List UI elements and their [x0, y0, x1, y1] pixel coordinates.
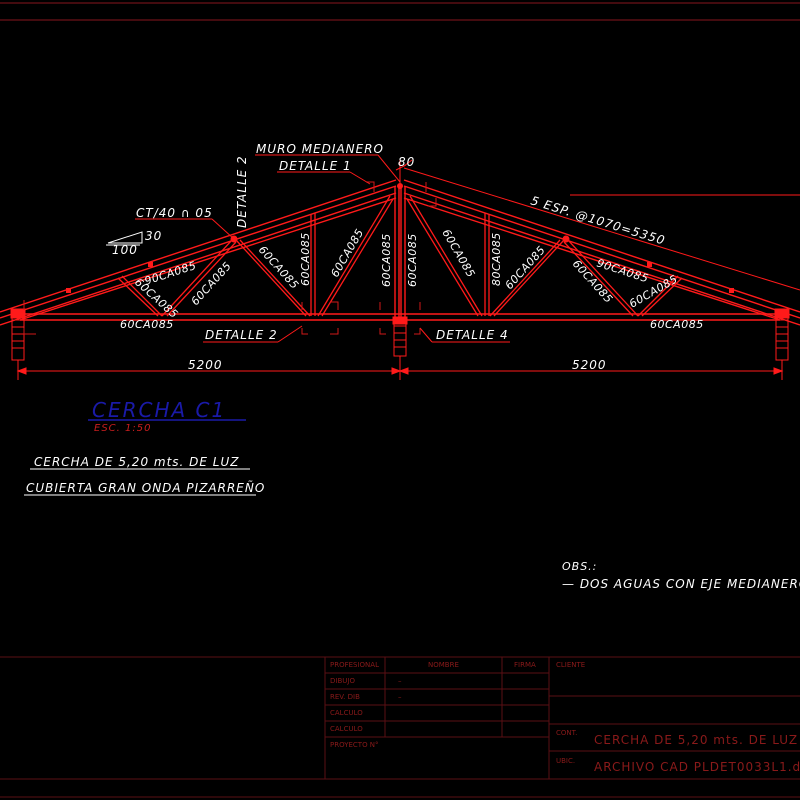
tb-row-role: DIBUJO — [330, 677, 355, 685]
tb-row-name: – — [398, 677, 402, 685]
roof-line — [403, 167, 800, 291]
ridge-dimension: 80 — [398, 155, 415, 169]
member-label: 90CA085 — [595, 256, 650, 285]
detalle-2-vertical-label: DETALLE 2 — [235, 155, 249, 228]
purlin-note: CT/40 ∩ 05 — [136, 206, 213, 220]
muro-medianero-label: MURO MEDIANERO — [256, 142, 384, 156]
tb-row-name: – — [398, 693, 402, 701]
slope-indicator — [106, 231, 143, 246]
tb-row-role: CALCULO — [330, 709, 363, 717]
drawing-title: CERCHA C1 ESC. 1:50 CERCHA DE 5,20 mts. … — [24, 398, 265, 496]
slope-run: 100 — [112, 243, 138, 257]
detalle-2-label: DETALLE 2 — [205, 328, 278, 342]
titleblock: PROFESIONAL NOMBRE FIRMA CLIENTE DIBUJO … — [330, 661, 800, 774]
tb-cont-value: CERCHA DE 5,20 mts. DE LUZ — [594, 733, 798, 747]
tb-header-firma: FIRMA — [514, 661, 536, 669]
detalle-4-label: DETALLE 4 — [436, 328, 509, 342]
tb-ubic-label: UBIC. — [556, 757, 575, 765]
detail-brackets — [23, 181, 437, 335]
tb-header-profesional: PROFESIONAL — [330, 661, 379, 669]
member-label: 80CA085 — [490, 232, 503, 286]
tb-row-role: CALCULO — [330, 725, 363, 733]
tb-ubic-value: ARCHIVO CAD PLDET0033L1.dwg — [594, 760, 800, 774]
truss-c1 — [0, 154, 800, 380]
right-webs — [406, 195, 683, 317]
member-label: 60CA085 — [503, 243, 549, 292]
notes-item: — DOS AGUAS CON EJE MEDIANERO — [562, 577, 800, 591]
notes: OBS.: — DOS AGUAS CON EJE MEDIANERO — [562, 560, 800, 591]
member-label: 60CA085 — [299, 232, 312, 286]
drawing-title-name: CERCHA C1 — [92, 398, 226, 422]
title-line-1: CERCHA DE 5,20 mts. DE LUZ — [34, 455, 240, 469]
dimension-left: 5200 — [188, 358, 223, 372]
detalle-1-label: DETALLE 1 — [279, 159, 352, 173]
tb-header-nombre: NOMBRE — [428, 661, 459, 669]
support-right — [774, 308, 790, 380]
tb-row-role: REV. DIB — [330, 693, 360, 701]
spacing-note: 5 ESP. @1070=5350 — [529, 193, 667, 247]
member-label: 60CA085 — [406, 233, 419, 287]
titleblock-frame — [0, 656, 800, 798]
dimension-right: 5200 — [572, 358, 607, 372]
leaders — [135, 154, 510, 343]
slope-rise: 30 — [145, 229, 162, 243]
tb-header-cliente: CLIENTE — [556, 661, 585, 669]
member-label: 60CA085 — [120, 318, 174, 331]
member-label: 60CA085 — [256, 243, 302, 292]
member-label: 60CA085 — [650, 318, 704, 331]
center-post — [394, 160, 407, 320]
title-line-2: CUBIERTA GRAN ONDA PIZARREÑO — [26, 480, 265, 495]
support-left — [10, 308, 26, 380]
member-label: 60CA085 — [380, 233, 393, 287]
dimension-line — [16, 367, 784, 375]
drawing-scale: ESC. 1:50 — [94, 423, 151, 434]
left-webs — [117, 195, 394, 317]
drawing-frame — [0, 2, 800, 21]
notes-heading: OBS.: — [562, 560, 597, 573]
tb-proyecto: PROYECTO N° — [330, 741, 379, 749]
tb-cont-label: CONT. — [556, 729, 577, 737]
support-center — [392, 316, 408, 380]
